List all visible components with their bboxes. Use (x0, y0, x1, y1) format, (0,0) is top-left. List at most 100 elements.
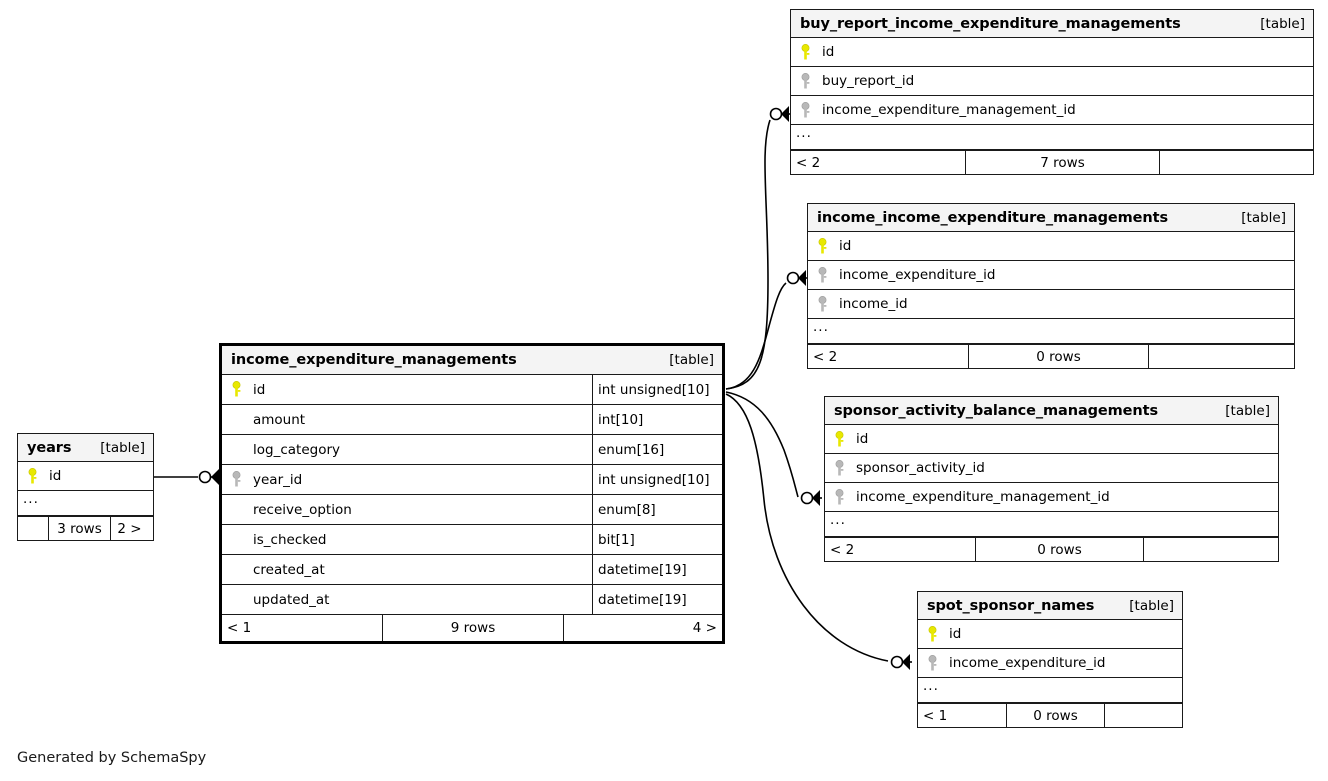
footer-children-count[interactable] (1105, 704, 1182, 727)
table-row[interactable]: income_expenditure_id (808, 261, 1294, 290)
primary-key-icon (24, 467, 41, 485)
table-row[interactable]: income_expenditure_management_id (825, 483, 1278, 512)
table-row[interactable]: id (18, 462, 153, 491)
column-name: income_expenditure_management_id (822, 102, 1076, 118)
table-footer: < 2 0 rows (825, 537, 1278, 561)
column-name-cell: income_expenditure_management_id (791, 96, 1313, 124)
footer-row-count: 9 rows (382, 615, 564, 641)
table-type-tag: [table] (1241, 209, 1286, 226)
table-type-tag: [table] (1225, 402, 1270, 419)
table-sponsor-activity-balance-managements[interactable]: sponsor_activity_balance_managements [ta… (824, 396, 1279, 562)
primary-key-icon (814, 237, 831, 255)
column-name-cell: is_checked (222, 525, 592, 554)
table-footer: < 2 0 rows (808, 344, 1294, 368)
more-columns-indicator: ... (918, 678, 1182, 703)
table-row[interactable]: income_expenditure_id (918, 649, 1182, 678)
crowsfoot-spot-sponsor (902, 654, 910, 670)
column-name: amount (253, 411, 306, 428)
foreign-key-icon (924, 654, 941, 672)
table-row[interactable]: is_checked bit[1] (222, 525, 722, 555)
table-header: income_expenditure_managements [table] (222, 346, 722, 375)
table-spot-sponsor-names[interactable]: spot_sponsor_names [table] id income_exp… (917, 591, 1183, 728)
more-columns-indicator: ... (825, 512, 1278, 537)
table-row[interactable]: sponsor_activity_id (825, 454, 1278, 483)
column-name: income_id (839, 296, 908, 312)
footer-children-count[interactable]: 2 > (117, 520, 142, 537)
cardinality-circle-years (198, 470, 212, 484)
column-name: id (949, 626, 962, 642)
column-type: int unsigned[10] (592, 375, 722, 404)
table-row[interactable]: id (918, 620, 1182, 649)
column-name: updated_at (253, 591, 330, 608)
table-income-income-expenditure-managements[interactable]: income_income_expenditure_managements [t… (807, 203, 1295, 369)
column-name: created_at (253, 561, 325, 578)
table-income-expenditure-managements[interactable]: income_expenditure_managements [table] i… (219, 343, 725, 644)
more-columns-indicator: ... (18, 491, 153, 516)
footer-children-count[interactable] (1149, 345, 1294, 368)
cardinality-circle-income-income (786, 271, 800, 285)
column-type: enum[16] (592, 435, 722, 464)
table-row[interactable]: income_id (808, 290, 1294, 319)
primary-key-icon (228, 381, 245, 398)
foreign-key-icon (797, 101, 814, 119)
table-title: years (27, 439, 72, 456)
table-row[interactable]: id (825, 425, 1278, 454)
table-row[interactable]: id int unsigned[10] (222, 375, 722, 405)
crowsfoot-sponsor-activity (812, 490, 820, 506)
foreign-key-icon (797, 72, 814, 90)
foreign-key-icon (814, 295, 831, 313)
footer-parents-count[interactable]: < 2 (813, 348, 838, 365)
edge-main-to-sponsor-activity (725, 391, 799, 498)
table-footer: < 2 7 rows (791, 150, 1313, 174)
column-type: int[10] (592, 405, 722, 434)
column-name-cell: id (918, 620, 1182, 648)
table-type-tag: [table] (669, 352, 714, 368)
footer-parents-count[interactable]: < 2 (830, 541, 855, 558)
column-name-cell: id (18, 462, 153, 490)
column-name-cell: sponsor_activity_id (825, 454, 1278, 482)
column-name: log_category (253, 441, 340, 458)
column-type: enum[8] (592, 495, 722, 524)
table-row[interactable]: receive_option enum[8] (222, 495, 722, 525)
footer-children-count[interactable] (1144, 538, 1278, 561)
footer-children-count[interactable] (1160, 151, 1313, 174)
table-footer: < 1 9 rows 4 > (222, 615, 722, 641)
table-years[interactable]: years [table] id ... 3 rows 2 > (17, 433, 154, 541)
column-name: income_expenditure_id (839, 267, 996, 283)
foreign-key-icon (814, 266, 831, 284)
footer-row-count: 0 rows (1006, 704, 1105, 727)
column-name: sponsor_activity_id (856, 460, 985, 476)
table-row[interactable]: id (791, 38, 1313, 67)
table-row[interactable]: id (808, 232, 1294, 261)
table-header: years [table] (18, 434, 153, 462)
table-row[interactable]: created_at datetime[19] (222, 555, 722, 585)
footer-parents-count[interactable] (18, 517, 48, 540)
column-name-cell: id (808, 232, 1294, 260)
footer-parents-count[interactable]: < 1 (923, 707, 948, 724)
cardinality-circle-spot-sponsor (890, 655, 904, 669)
column-name-cell: year_id (222, 465, 592, 494)
table-row[interactable]: amount int[10] (222, 405, 722, 435)
table-header: spot_sponsor_names [table] (918, 592, 1182, 620)
column-name: income_expenditure_id (949, 655, 1106, 671)
primary-key-icon (797, 43, 814, 61)
column-name-cell: id (222, 375, 592, 404)
table-row[interactable]: log_category enum[16] (222, 435, 722, 465)
more-columns-indicator: ... (791, 125, 1313, 150)
table-title: sponsor_activity_balance_managements (834, 402, 1158, 419)
table-row[interactable]: buy_report_id (791, 67, 1313, 96)
table-row[interactable]: updated_at datetime[19] (222, 585, 722, 615)
table-footer: 3 rows 2 > (18, 516, 153, 540)
footer-children-count[interactable]: 4 > (692, 620, 717, 636)
column-name: id (822, 44, 835, 60)
footer-parents-count[interactable]: < 1 (227, 620, 252, 636)
footer-row-count: 3 rows (48, 517, 111, 540)
column-name: id (49, 468, 62, 484)
column-name-cell: amount (222, 405, 592, 434)
column-name-cell: id (791, 38, 1313, 66)
table-row[interactable]: income_expenditure_management_id (791, 96, 1313, 125)
table-buy-report-income-expenditure-managements[interactable]: buy_report_income_expenditure_management… (790, 9, 1314, 175)
table-row[interactable]: year_id int unsigned[10] (222, 465, 722, 495)
footer-parents-count[interactable]: < 2 (796, 154, 821, 171)
column-name: receive_option (253, 501, 352, 518)
